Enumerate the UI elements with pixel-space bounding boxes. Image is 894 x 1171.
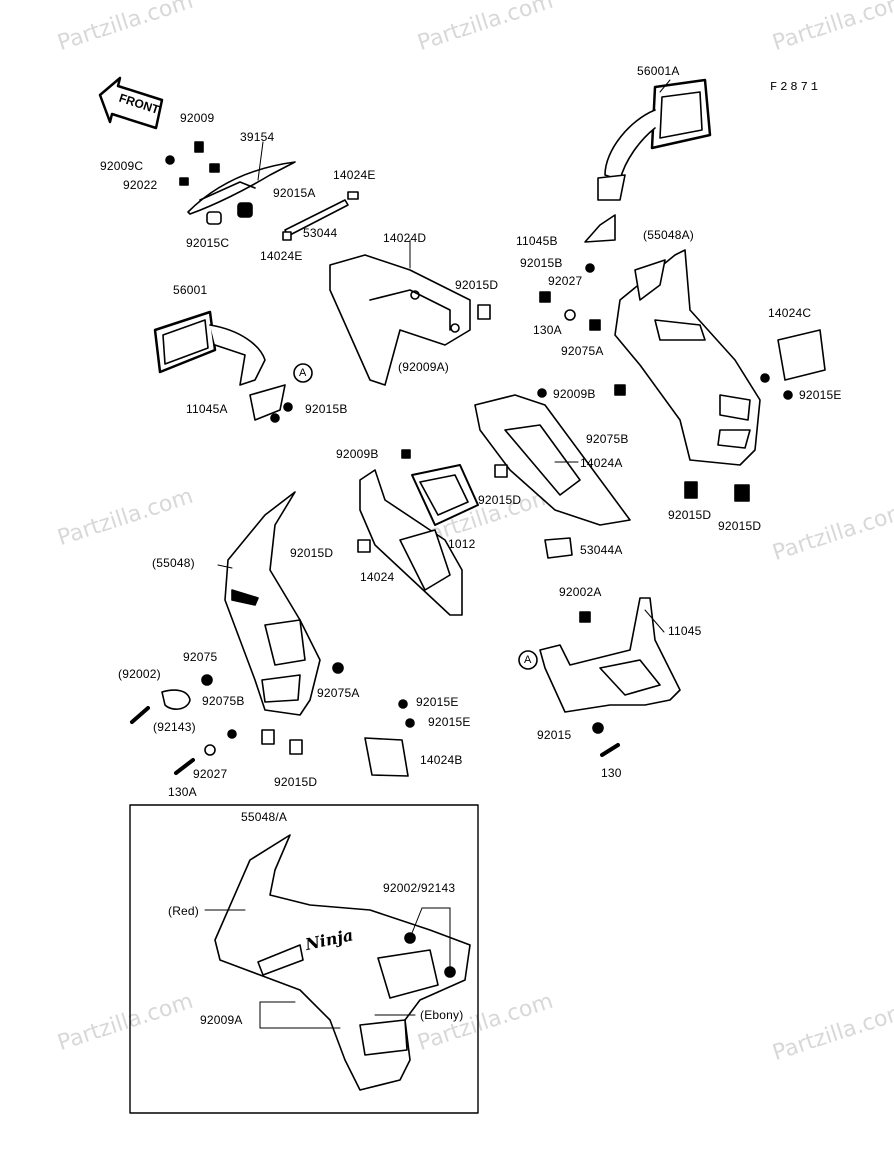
- part-label[interactable]: 92027: [548, 274, 583, 288]
- part-label[interactable]: 92015D: [478, 493, 522, 507]
- inner-panel-14024D: [329, 254, 471, 386]
- mirror-left-part: [153, 310, 266, 386]
- part-label[interactable]: 92015E: [416, 695, 459, 709]
- fairing-stay-part: [518, 597, 681, 757]
- part-label[interactable]: 92015D: [668, 508, 712, 522]
- part-label[interactable]: 92009B: [553, 387, 596, 401]
- part-label[interactable]: 130A: [533, 323, 562, 337]
- part-label[interactable]: 56001A: [637, 64, 680, 78]
- part-label[interactable]: 92075A: [561, 344, 604, 358]
- part-label[interactable]: 14024E: [260, 249, 303, 263]
- part-label[interactable]: 14024E: [333, 168, 376, 182]
- part-label[interactable]: (92143): [153, 720, 196, 734]
- fairing-inset-part: Ninja: [214, 834, 471, 1091]
- inset-box: [129, 804, 479, 1114]
- part-label[interactable]: 53044: [303, 226, 338, 240]
- part-label[interactable]: 92015C: [186, 236, 230, 250]
- callout-a: A: [524, 654, 532, 666]
- part-label[interactable]: 92009B: [336, 447, 379, 461]
- part-label[interactable]: 92075B: [586, 432, 629, 446]
- windshield-part: [187, 161, 296, 215]
- part-label[interactable]: 14024D: [383, 231, 427, 245]
- front-arrow-icon: FRONT: [98, 76, 164, 130]
- callout-a: A: [299, 367, 307, 379]
- part-label[interactable]: 92015: [537, 728, 572, 742]
- part-label[interactable]: 92015D: [455, 278, 499, 292]
- part-label[interactable]: 92015D: [290, 546, 334, 560]
- part-label[interactable]: 92015B: [520, 256, 563, 270]
- part-label[interactable]: 11045A: [186, 402, 228, 416]
- part-label[interactable]: 14024C: [768, 306, 812, 320]
- mirror-right-part: [584, 78, 712, 273]
- diagram-id: F2871: [770, 80, 822, 94]
- part-label[interactable]: 92009: [180, 111, 215, 125]
- part-label[interactable]: 92027: [193, 767, 228, 781]
- part-label[interactable]: 14024B: [420, 753, 463, 767]
- fairing-right-part: [539, 249, 761, 502]
- part-label[interactable]: 14024: [360, 570, 395, 584]
- part-label[interactable]: (Ebony): [420, 1008, 464, 1022]
- part-label[interactable]: 92022: [123, 178, 158, 192]
- part-label[interactable]: (55048): [152, 556, 195, 570]
- part-label[interactable]: 92015B: [305, 402, 348, 416]
- part-label[interactable]: 92015E: [799, 388, 842, 402]
- part-label[interactable]: 92015A: [273, 186, 316, 200]
- part-label[interactable]: 92015D: [274, 775, 318, 789]
- part-label[interactable]: 11045: [668, 624, 702, 638]
- part-label[interactable]: 11045B: [516, 234, 558, 248]
- part-label[interactable]: 92015E: [428, 715, 471, 729]
- part-label[interactable]: 55048/A: [241, 810, 288, 824]
- part-label[interactable]: (Red): [168, 904, 200, 918]
- part-label[interactable]: (92002): [118, 667, 161, 681]
- part-label[interactable]: 14024A: [580, 456, 623, 470]
- part-label[interactable]: 130A: [168, 785, 197, 799]
- part-label[interactable]: 92009C: [100, 159, 144, 173]
- part-label[interactable]: 130: [601, 766, 622, 780]
- part-label[interactable]: 92009A: [200, 1013, 243, 1027]
- part-label[interactable]: 56001: [173, 283, 208, 297]
- part-label[interactable]: (55048A): [643, 228, 694, 242]
- part-label[interactable]: 92015D: [718, 519, 762, 533]
- part-label[interactable]: 92002/92143: [383, 881, 456, 895]
- part-label[interactable]: 92075B: [202, 694, 245, 708]
- fairing-left-part: [130, 491, 415, 775]
- part-label[interactable]: 92075: [183, 650, 218, 664]
- part-label[interactable]: 53044A: [580, 543, 623, 557]
- part-label[interactable]: 92075A: [317, 686, 360, 700]
- part-label[interactable]: (92009A): [398, 360, 449, 374]
- part-label[interactable]: 92002A: [559, 585, 602, 599]
- part-label[interactable]: 39154: [240, 130, 275, 144]
- part-label[interactable]: 1012: [448, 537, 476, 551]
